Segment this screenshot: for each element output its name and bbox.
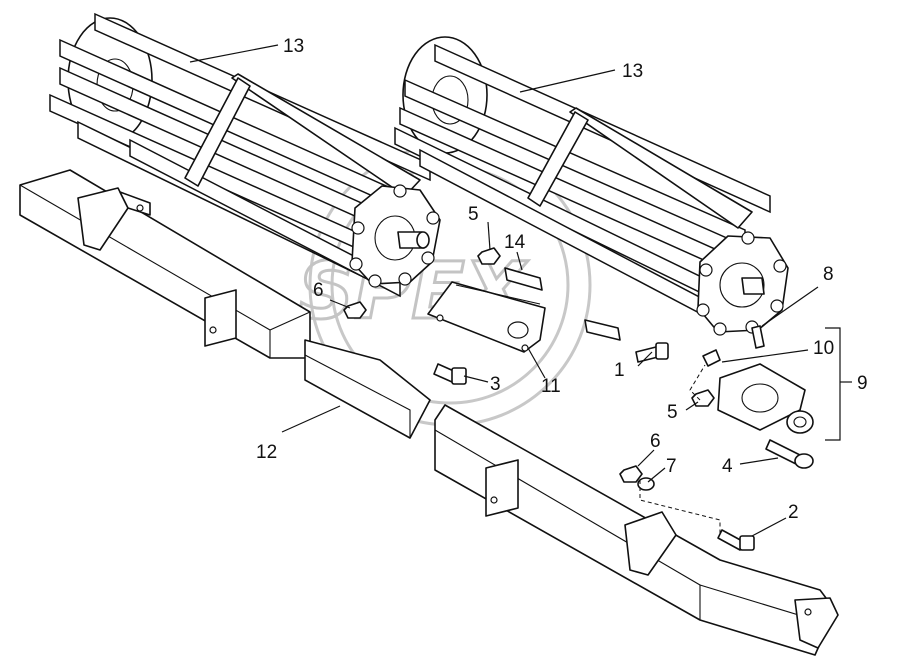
callout-14: 14 xyxy=(504,232,526,253)
callout-3: 3 xyxy=(490,374,501,395)
callout-6-upper: 6 xyxy=(313,280,324,301)
callout-11: 11 xyxy=(541,376,561,397)
assembly-path-b xyxy=(689,364,706,401)
callout-2: 2 xyxy=(788,502,799,523)
leader-lines xyxy=(189,44,852,537)
callout-5-upper: 5 xyxy=(468,204,479,225)
callout-12: 12 xyxy=(256,442,277,463)
callout-13-right: 13 xyxy=(622,61,643,82)
bearing-assembly xyxy=(702,325,814,434)
callout-10: 10 xyxy=(813,338,834,359)
frame-beam xyxy=(19,169,839,656)
callout-6-lower: 6 xyxy=(650,431,661,452)
plates-11-14 xyxy=(427,267,621,353)
callout-9: 9 xyxy=(857,373,868,394)
callout-labels: 13 13 5 14 6 8 10 9 1 3 11 5 12 6 7 4 2 xyxy=(256,36,868,523)
callout-8: 8 xyxy=(823,264,834,285)
callout-1: 1 xyxy=(614,360,625,381)
cage-roller-right xyxy=(394,36,789,336)
assembly-path-a xyxy=(639,480,721,534)
callout-4: 4 xyxy=(722,456,733,477)
callout-7: 7 xyxy=(666,456,677,477)
nut-6-upper xyxy=(343,301,367,319)
callout-13-left: 13 xyxy=(283,36,304,57)
nut-5-upper xyxy=(477,247,501,265)
cage-roller-left xyxy=(49,12,441,298)
callout-5-lower: 5 xyxy=(667,402,678,423)
